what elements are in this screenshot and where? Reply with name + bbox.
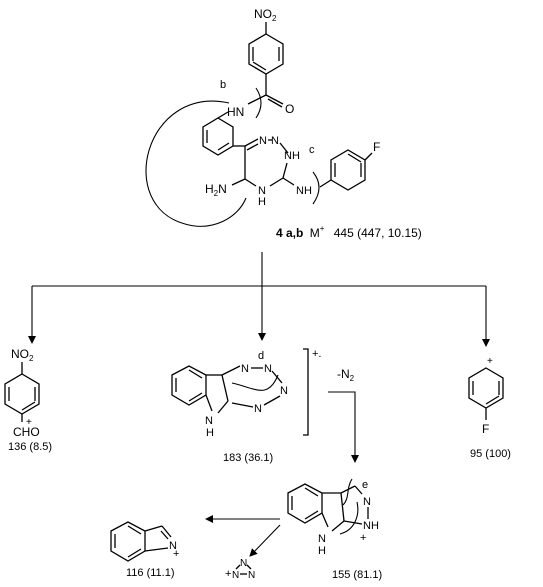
- fluorine-label: F: [373, 140, 380, 154]
- fragment-183-benzene: [171, 365, 207, 406]
- nitrophenyl-ring: [248, 33, 284, 75]
- fragment-116-charge: +: [173, 548, 179, 560]
- n2-loss-step: -N2: [328, 367, 359, 463]
- fragment-136-nitro: NO2: [11, 347, 34, 363]
- amide-nh: HN: [227, 105, 244, 119]
- fragment-116: N + 116 (11.1): [110, 521, 179, 579]
- fragment-136: NO2 CHO + 136 (8.5): [4, 347, 52, 453]
- fragment-95: + F 95 (100): [468, 356, 511, 460]
- nitro-label: NO2: [254, 7, 277, 23]
- fragment-label-c: c: [309, 144, 315, 156]
- fragment-triazirene: + N N N: [225, 558, 255, 581]
- triazirene-n-right: N: [248, 570, 255, 581]
- parent-molecule: NO2 O HN b N N NH N H: [145, 7, 380, 227]
- fragment-183-n2: N: [264, 363, 272, 375]
- aminophenyl-ring: [202, 117, 234, 156]
- fragment-label-d: d: [258, 350, 264, 362]
- fragment-116-benzene: [110, 521, 146, 562]
- fragment-136-ring: [4, 373, 40, 415]
- triazine-h-bottom: H: [258, 196, 266, 208]
- fragment-155-nh: NH: [363, 520, 379, 532]
- fragment-label-e: e: [362, 479, 368, 491]
- fragment-155-indole-h: H: [318, 545, 326, 557]
- triazirene-n-top: N: [240, 558, 247, 569]
- fragment-116-mz: 116 (11.1): [126, 567, 175, 579]
- triazine-nh: NH: [284, 150, 300, 162]
- amine-h2n: H2N: [205, 182, 227, 198]
- fragment-183-nh: N: [205, 415, 213, 427]
- fragment-label-b: b: [220, 79, 226, 91]
- molecular-ion-caption: 4 a,b M+ 445 (447, 10.15): [276, 220, 422, 240]
- fragment-183-mz: 183 (36.1): [223, 452, 273, 464]
- fragmentation-tree: [28, 252, 490, 347]
- fragment-136-mz: 136 (8.5): [8, 441, 52, 453]
- anilino-nh: NH: [296, 185, 312, 197]
- fragment-155-indole-n: N: [318, 533, 326, 545]
- fragment-155-charge: +: [360, 532, 366, 544]
- arrow-155-to-triazirene: [249, 524, 281, 557]
- fragment-136-charge: +: [26, 417, 32, 428]
- n2-loss-label: -N2: [337, 367, 355, 383]
- fragment-155-benzene: [287, 483, 323, 524]
- triazine-n-top: N: [259, 135, 267, 147]
- fragment-116-n: N: [169, 540, 177, 552]
- carbonyl-oxygen: O: [285, 102, 294, 116]
- fragment-183-h: H: [206, 427, 214, 439]
- fragment-95-fluorine: F: [482, 422, 489, 436]
- fragment-95-charge: +: [487, 356, 493, 367]
- fragment-95-ring: [468, 367, 504, 409]
- fragment-183-n3: N: [280, 385, 288, 397]
- fragment-183: N H N N N N d +. 183 (36.1): [171, 348, 321, 464]
- fragment-155: N H N NH + e 155 (81.1): [287, 478, 382, 581]
- fragment-183-n4: N: [254, 403, 262, 415]
- triazirene-charge: +: [225, 568, 231, 580]
- fragment-136-cho: CHO: [13, 425, 40, 439]
- fragment-183-n1: N: [241, 363, 249, 375]
- fragment-155-n1: N: [363, 496, 371, 508]
- fragment-155-mz: 155 (81.1): [332, 569, 382, 581]
- fragment-183-radical-cation: +.: [312, 348, 321, 360]
- triazirene-n-left: N: [232, 570, 239, 581]
- fluorophenyl-ring: [330, 149, 366, 191]
- fragment-95-mz: 95 (100): [470, 448, 511, 460]
- triazine-n-bottom: N: [258, 185, 266, 197]
- triazine-n-top2: N: [271, 135, 279, 147]
